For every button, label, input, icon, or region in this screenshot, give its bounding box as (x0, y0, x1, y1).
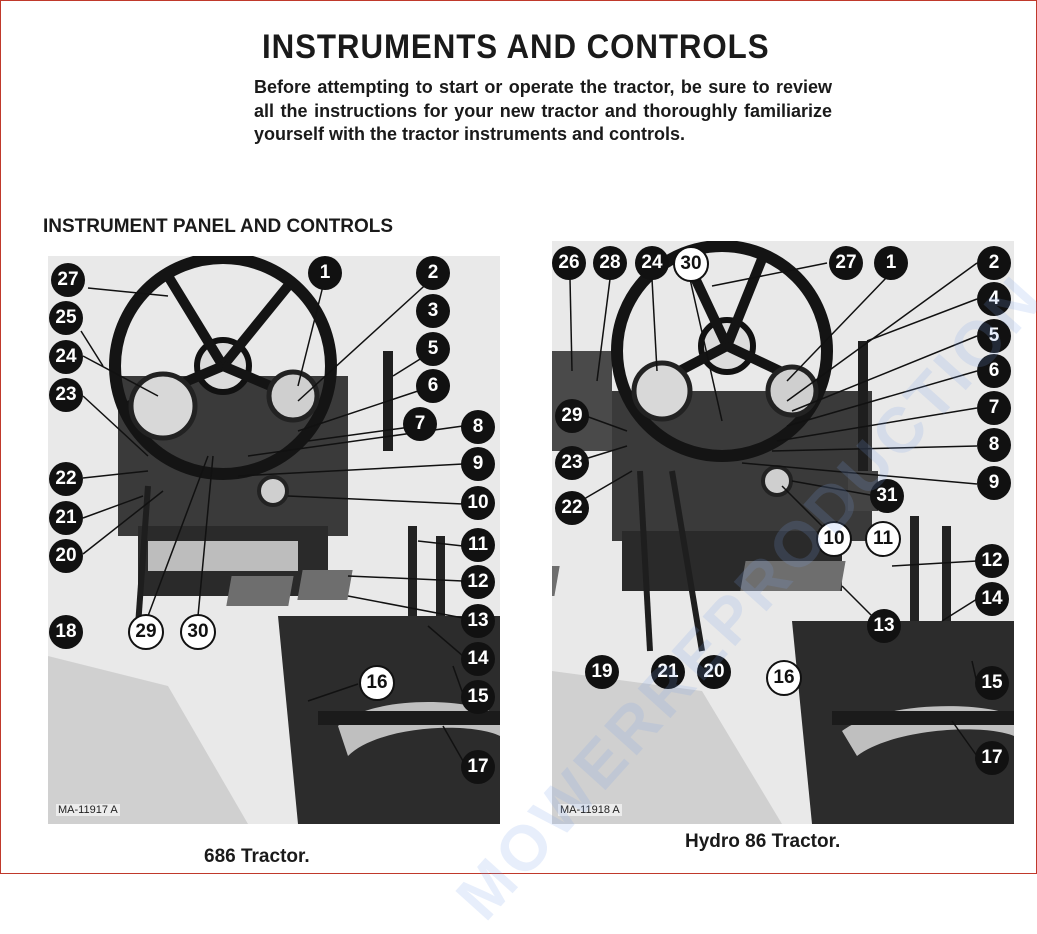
callout-1: 1 (308, 256, 342, 290)
callout-27: 27 (51, 263, 85, 297)
callout-15: 15 (461, 680, 495, 714)
callout-16: 16 (766, 660, 802, 696)
callout-9: 9 (461, 447, 495, 481)
figure-id-686: MA-11917 A (56, 804, 120, 816)
tractor-hydro86-photo: MA-11918 A 26 28 24 30 27 1 2 4 5 6 29 7… (552, 241, 1014, 824)
callout-21: 21 (49, 501, 83, 535)
callout-23: 23 (49, 378, 83, 412)
callout-24: 24 (49, 340, 83, 374)
callout-8: 8 (461, 410, 495, 444)
callout-24: 24 (635, 246, 669, 280)
callout-2: 2 (416, 256, 450, 290)
callout-28: 28 (593, 246, 627, 280)
callout-2: 2 (977, 246, 1011, 280)
callout-12: 12 (461, 565, 495, 599)
callout-16: 16 (359, 665, 395, 701)
caption-hydro86-tractor: Hydro 86 Tractor. (685, 831, 841, 852)
section-heading: INSTRUMENT PANEL AND CONTROLS (43, 216, 394, 237)
callout-29: 29 (555, 399, 589, 433)
callout-11: 11 (865, 521, 901, 557)
callout-13: 13 (867, 609, 901, 643)
callout-5: 5 (416, 332, 450, 366)
callout-5: 5 (977, 319, 1011, 353)
callout-7: 7 (403, 407, 437, 441)
callout-23: 23 (555, 446, 589, 480)
callout-14: 14 (461, 642, 495, 676)
callout-19: 19 (585, 655, 619, 689)
tractor-hydro86-illustration (552, 241, 1014, 824)
callout-11: 11 (461, 528, 495, 562)
callout-20: 20 (697, 655, 731, 689)
callout-3: 3 (416, 294, 450, 328)
callout-6: 6 (416, 369, 450, 403)
callout-20: 20 (49, 539, 83, 573)
callout-1: 1 (874, 246, 908, 280)
caption-686-tractor: 686 Tractor. (204, 846, 310, 867)
callout-13: 13 (461, 604, 495, 638)
figure-id-hydro86: MA-11918 A (558, 804, 622, 816)
callout-9: 9 (977, 466, 1011, 500)
callout-21: 21 (651, 655, 685, 689)
callout-25: 25 (49, 301, 83, 335)
callout-29: 29 (128, 614, 164, 650)
callout-17: 17 (975, 741, 1009, 775)
callout-10: 10 (816, 521, 852, 557)
callout-22: 22 (49, 462, 83, 496)
callout-18: 18 (49, 615, 83, 649)
callout-31: 31 (870, 479, 904, 513)
tractor-686-photo: MA-11917 A 27 1 2 3 25 5 24 6 23 7 8 22 … (48, 256, 500, 824)
callout-10: 10 (461, 486, 495, 520)
callout-27: 27 (829, 246, 863, 280)
callout-26: 26 (552, 246, 586, 280)
callout-30: 30 (180, 614, 216, 650)
callout-12: 12 (975, 544, 1009, 578)
callout-14: 14 (975, 582, 1009, 616)
callout-6: 6 (977, 354, 1011, 388)
callout-8: 8 (977, 428, 1011, 462)
callout-22: 22 (555, 491, 589, 525)
page-title: INSTRUMENTS AND CONTROLS (262, 28, 770, 66)
callout-30: 30 (673, 246, 709, 282)
callout-15: 15 (975, 666, 1009, 700)
callout-4: 4 (977, 282, 1011, 316)
callout-17: 17 (461, 750, 495, 784)
tractor-686-illustration (48, 256, 500, 824)
intro-paragraph: Before attempting to start or operate th… (254, 77, 832, 144)
callout-7: 7 (977, 391, 1011, 425)
